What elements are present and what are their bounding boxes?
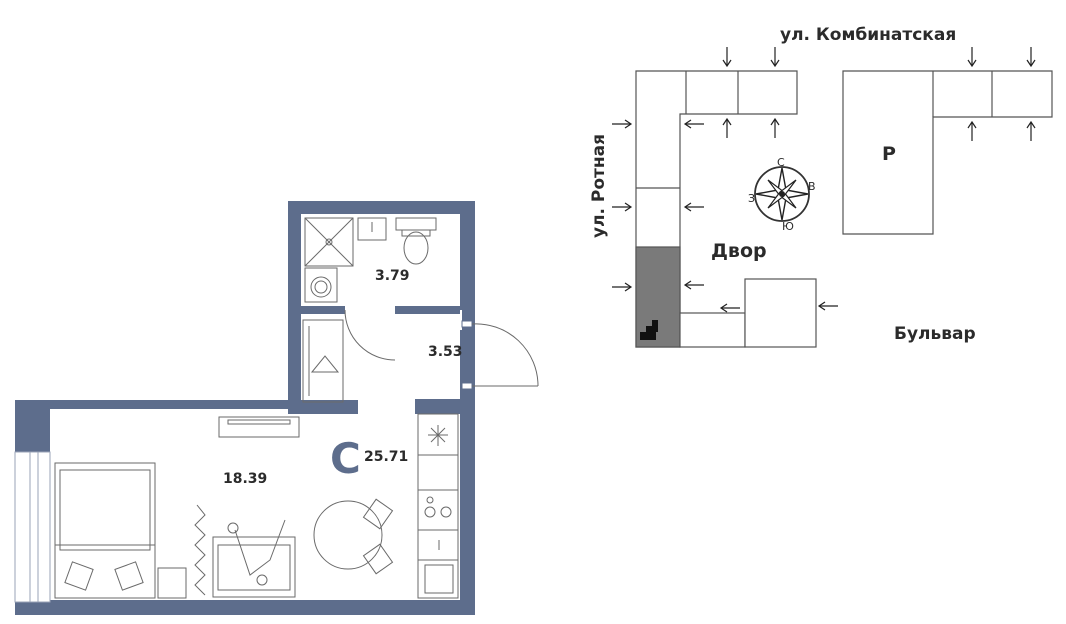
- wardrobe-icon: [302, 319, 344, 403]
- stove-icon: [424, 496, 452, 518]
- compass-east: В: [808, 180, 816, 193]
- tv-stand-icon: [218, 416, 300, 438]
- dining-table-icon: [313, 498, 394, 575]
- area-total: 25.71: [364, 449, 408, 465]
- kitchen-sink-icon: [424, 540, 454, 594]
- building-lower-wing: [679, 312, 746, 348]
- bed-icon: [54, 462, 156, 599]
- compass-icon: С В Ю З: [748, 156, 816, 233]
- street-west-label: ул. Ротная: [589, 134, 609, 238]
- apartment-type-letter: C: [330, 434, 361, 483]
- parking-building: [842, 70, 1053, 235]
- entrance-door: [461, 320, 539, 390]
- street-north-label: ул. Комбинатская: [780, 25, 956, 45]
- building-lower-block: [744, 278, 817, 348]
- compass-north: С: [777, 156, 785, 169]
- fridge-icon: [428, 425, 448, 446]
- rug-icon: [194, 504, 206, 596]
- compass-west: З: [748, 192, 755, 205]
- nightstand-icon: [157, 567, 187, 599]
- toilet-icon: [395, 217, 437, 265]
- outer-walls: [15, 201, 475, 615]
- sink-icon: [357, 217, 387, 241]
- area-bathroom: 3.79: [375, 268, 410, 284]
- parking-label: Р: [882, 143, 896, 165]
- entrance-arrows: [612, 47, 1036, 313]
- bathroom-door-swing: [344, 309, 396, 361]
- shower-icon: [304, 217, 354, 267]
- kitchen-counter: [417, 413, 459, 599]
- compass-south: Ю: [782, 220, 794, 233]
- entrance-marker-icon: [640, 320, 658, 340]
- sofa-icon: [212, 519, 296, 598]
- courtyard-label: Двор: [711, 240, 767, 262]
- area-living: 18.39: [223, 471, 267, 487]
- area-hallway: 3.53: [428, 344, 463, 360]
- site-plan: С В Ю З ул. Комбинатская ул. Ротная Буль…: [589, 25, 1053, 348]
- apartment-plan: 3.79 3.53 18.39 C 25.71: [14, 201, 539, 615]
- washing-machine-icon: [304, 267, 338, 303]
- street-east-label: Бульвар: [894, 324, 976, 344]
